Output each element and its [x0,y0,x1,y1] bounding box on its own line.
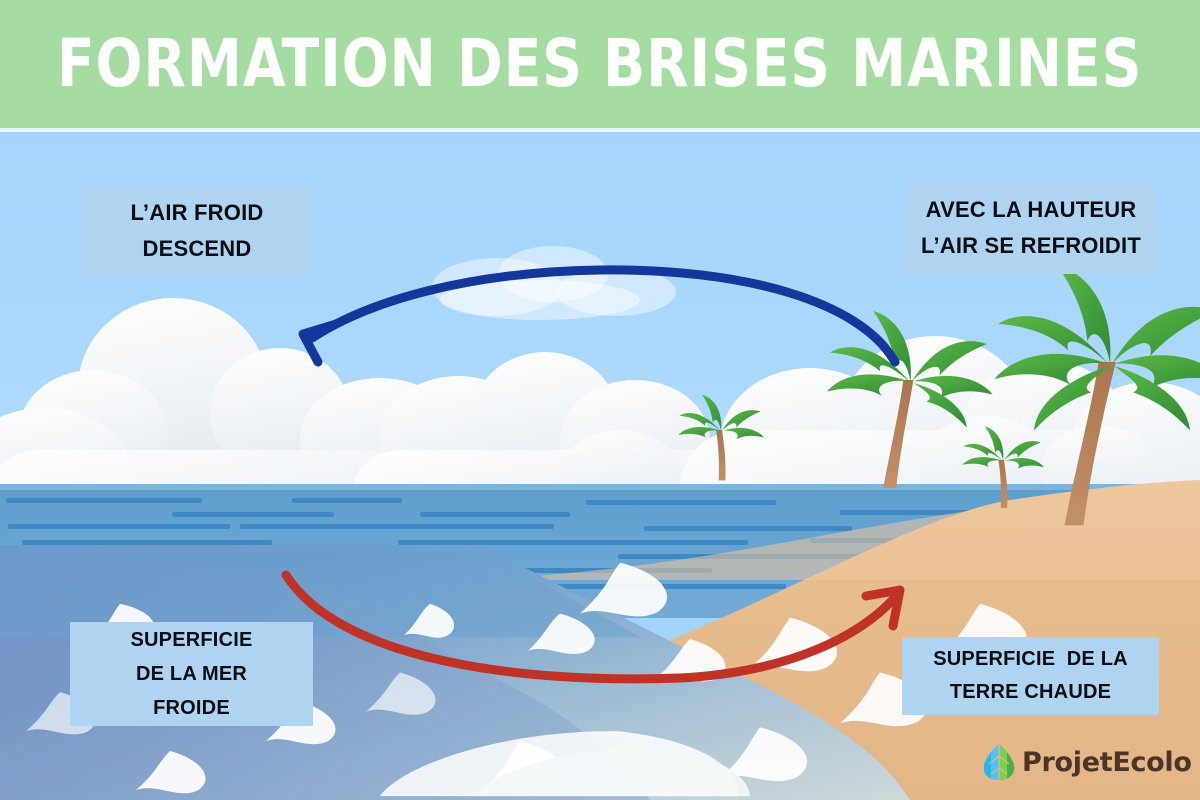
leaf-icon [982,742,1016,782]
banner-divider [0,128,1200,132]
logo-text: ProjetEcolo [1022,746,1192,778]
projetecolo-logo[interactable]: ProjetEcolo [982,742,1192,782]
label-land-line1: SUPERFICIE DE LA [933,648,1128,670]
label-altitude-line1: AVEC LA HAUTEUR [925,197,1137,222]
horizon-line [0,484,1200,490]
page-title: FORMATION DES BRISES MARINES [57,25,1143,102]
label-warm-land-surface: SUPERFICIE DE LA TERRE CHAUDE [902,637,1159,715]
label-cold-sea-surface: SUPERFICIE DE LA MER FROIDE [70,622,313,726]
palm-tree-small [678,394,764,481]
label-cold-air-line2: DESCEND [142,236,252,261]
label-air-cools-with-altitude: AVEC LA HAUTEUR L’AIR SE REFROIDIT [905,182,1157,274]
cloud-horizon-c [1040,426,1160,495]
cloud-horizon-b [920,416,1050,495]
label-land-line2: TERRE CHAUDE [949,681,1112,703]
label-sea-line3: FROIDE [153,697,230,719]
label-cold-air-descends: L’AIR FROID DESCEND [83,186,311,276]
label-altitude-line2: L’AIR SE REFROIDIT [921,233,1141,258]
label-cold-air-line1: L’AIR FROID [130,200,264,225]
palm-tree-large [994,265,1200,526]
title-banner: FORMATION DES BRISES MARINES [0,0,1200,128]
palm-tree-far-right [962,426,1044,508]
label-sea-line1: SUPERFICIE [130,629,253,651]
label-sea-line2: DE LA MER [135,663,248,685]
